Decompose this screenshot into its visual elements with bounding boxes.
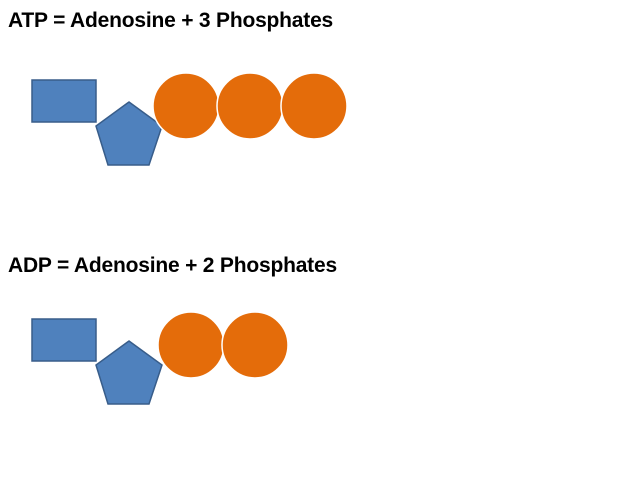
atp-ribose-pentagon (95, 101, 163, 166)
atp-phosphate-chain (152, 72, 348, 140)
adp-phosphate-circle-1 (157, 311, 225, 379)
adp-molecule (31, 311, 289, 405)
atp-phosphate-circle-2 (216, 72, 284, 140)
adp-phosphate-chain (157, 311, 289, 379)
atp-adenine-rectangle (31, 79, 97, 123)
adp-phosphate-circle-2 (221, 311, 289, 379)
adp-ribose-pentagon (95, 340, 163, 405)
adp-heading: ADP = Adenosine + 2 Phosphates (8, 254, 337, 277)
atp-phosphate-circle-1 (152, 72, 220, 140)
atp-molecule (31, 72, 348, 166)
atp-phosphate-circle-3 (280, 72, 348, 140)
atp-heading: ATP = Adenosine + 3 Phosphates (8, 9, 334, 32)
adp-adenine-rectangle (31, 318, 97, 362)
